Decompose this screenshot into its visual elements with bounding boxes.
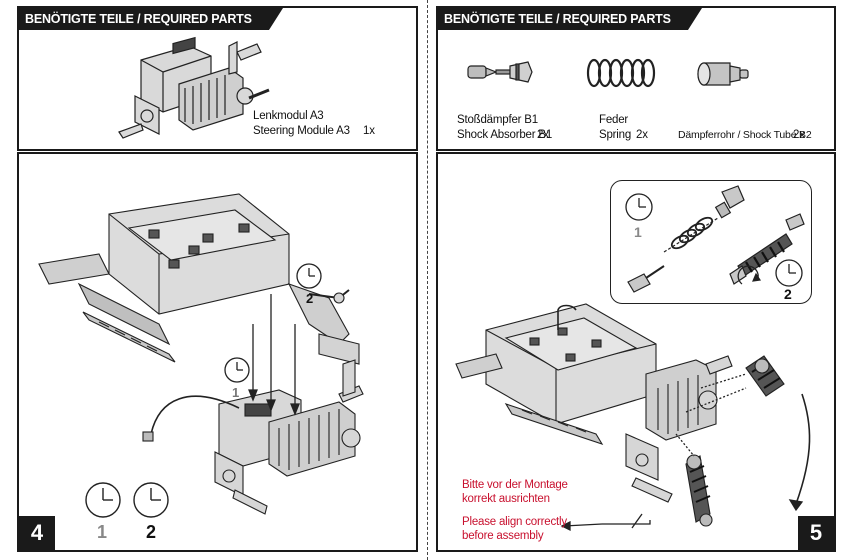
step-5-clock-icon-a [625,193,653,221]
step-5-inset-drawing [627,185,805,293]
step-5-note-de-1: Bitte vor der Montage [462,479,568,491]
required-parts-left-header: BENÖTIGTE TEILE / REQUIRED PARTS [19,8,283,30]
shock-absorber-image [467,61,533,83]
required-parts-right-header: BENÖTIGTE TEILE / REQUIRED PARTS [438,8,702,30]
step-4-legend-label-2: 2 [146,522,156,542]
step-4-clock-icon-a [224,357,250,383]
step-4-panel: 1 2 1 2 4 [17,152,418,552]
step-5-note-en-2: before assembly [462,530,544,542]
step-4-assembly-drawing [38,193,364,515]
steering-module-qty: 1x [363,125,375,137]
step-5-note-de-2: korrekt ausrichten [462,493,550,505]
shock-absorber-qty: 2x [537,129,549,141]
spring-label-en: Spring [599,129,632,141]
required-parts-left-panel: BENÖTIGTE TEILE / REQUIRED PARTS Lenkmod… [17,6,418,151]
step-5-clock-icon-b [775,259,803,287]
step-5-number: 5 [798,516,834,550]
step-4-legend-clock-1 [85,482,121,518]
step-4-number: 4 [19,516,55,550]
step-5-clock-label-b: 2 [784,286,792,302]
step-5-assembly-drawing [455,303,811,532]
required-parts-right-panel: BENÖTIGTE TEILE / REQUIRED PARTS Stoßdäm… [436,6,836,151]
shock-absorber-label-de: Stoßdämpfer B1 [457,114,538,126]
steering-module-label-en: Steering Module A3 [253,125,350,137]
step-5-note-en-1: Please align correctly [462,516,567,528]
step-5-clock-label-a: 1 [634,224,642,240]
shock-tube-label: Dämpferrohr / Shock Tube B2 [678,129,812,141]
step-4-legend-label-1: 1 [97,522,107,542]
shock-tube-qty: 2x [793,129,805,141]
step-4-clock-label-a: 1 [232,385,240,400]
spring-image [586,58,656,88]
spring-label-de: Feder [599,114,629,126]
shock-tube-image [697,62,749,86]
steering-module-label-de: Lenkmodul A3 [253,110,324,122]
shock-absorber-label-en: Shock Absorber B1 [457,129,553,141]
steering-module-image [118,36,270,139]
step-4-legend-clock-2 [133,482,169,518]
spring-qty: 2x [636,129,648,141]
step-5-panel: 1 2 [436,152,836,552]
step-4-clock-icon-b [296,263,322,289]
page-divider [427,0,428,560]
step-4-clock-label-b: 2 [306,291,314,306]
